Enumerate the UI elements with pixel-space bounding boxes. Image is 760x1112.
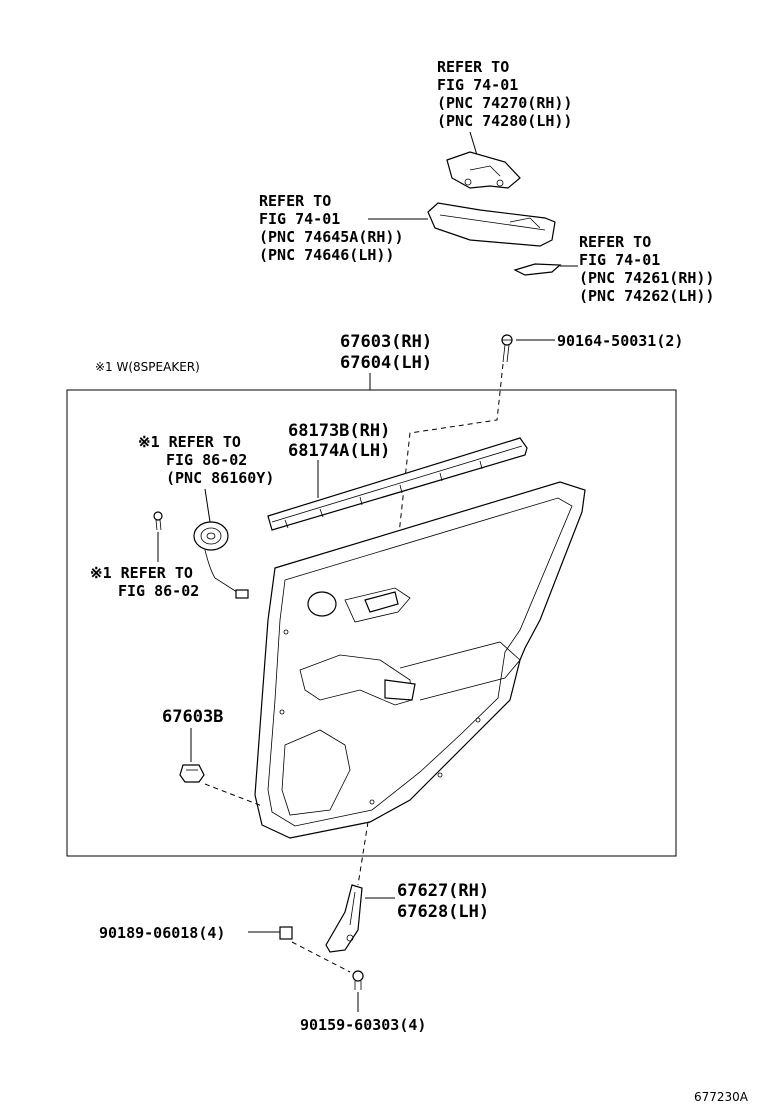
door-pocket [281, 729, 351, 816]
ref-armrest-line4: (PNC 74646(LH)) [259, 246, 394, 264]
ref-side-line3: (PNC 74261(RH)) [579, 269, 714, 287]
dash-nut-line [291, 941, 351, 973]
panel-number-lh: 67604(LH) [340, 353, 432, 373]
weatherstrip-number-rh: 68173B(RH) [288, 421, 390, 441]
screw-number: 90164-50031(2) [557, 332, 683, 350]
ref-label-top: REFER TO FIG 74-01 (PNC 74270(RH)) (PNC … [437, 58, 572, 130]
ref-armrest-line3: (PNC 74645A(RH)) [259, 228, 404, 246]
ref-top-line3: (PNC 74270(RH)) [437, 94, 572, 112]
panel-number-rh: 67603(RH) [340, 332, 432, 352]
screw-part [501, 334, 513, 363]
ref-side-line4: (PNC 74262(LH)) [579, 287, 714, 305]
door-handle [364, 591, 399, 613]
dash-clip-line [204, 783, 263, 807]
nut-number: 90189-06018(4) [99, 924, 225, 942]
assembly-box [66, 389, 677, 857]
leader-speaker1 [204, 488, 211, 523]
ref-top-line4: (PNC 74280(LH)) [437, 112, 572, 130]
window-switch [384, 679, 416, 701]
ref-speaker2-line1: ※1 REFER TO [90, 564, 193, 582]
nut-part [279, 926, 293, 940]
ref-speaker2-line2: FIG 86-02 [118, 582, 199, 600]
ref-top-line2: FIG 74-01 [437, 76, 518, 94]
weatherstrip-number-lh: 68174A(LH) [288, 441, 390, 461]
bolt-number: 90159-60303(4) [300, 1016, 426, 1034]
armrest-part [427, 202, 556, 247]
speaker-note: ※1 W(8SPEAKER) [95, 360, 200, 374]
tweeter-grille [307, 591, 337, 617]
bracket-part [325, 884, 363, 953]
switch-base-part [446, 151, 521, 189]
bracket-number-rh: 67627(RH) [397, 881, 489, 901]
ref-label-side: REFER TO FIG 74-01 (PNC 74261(RH)) (PNC … [579, 233, 714, 305]
ref-speaker1-line2: FIG 86-02 [166, 451, 247, 469]
ref-top-line1: REFER TO [437, 58, 509, 76]
ref-armrest-line2: FIG 74-01 [259, 210, 340, 228]
clip-number: 67603B [162, 707, 223, 727]
door-trim-panel [254, 481, 586, 839]
ref-armrest-line1: REFER TO [259, 192, 331, 210]
bracket-number-lh: 67628(LH) [397, 902, 489, 922]
ref-side-line1: REFER TO [579, 233, 651, 251]
ref-speaker1-line3: (PNC 86160Y) [166, 469, 274, 487]
ref-label-speaker1: ※1 REFER TO FIG 86-02 (PNC 86160Y) [138, 433, 274, 487]
ref-speaker1-line1: ※1 REFER TO [138, 433, 241, 451]
figure-id: 677230A [694, 1090, 749, 1104]
speaker-part [193, 521, 249, 599]
side-cover-part [513, 263, 562, 276]
weatherstrip-part [267, 437, 528, 531]
speaker-screw-part [153, 511, 163, 531]
bolt-part [352, 970, 364, 990]
ref-label-speaker2: ※1 REFER TO FIG 86-02 [90, 564, 199, 600]
clip-part [179, 764, 205, 783]
ref-label-armrest: REFER TO FIG 74-01 (PNC 74645A(RH)) (PNC… [259, 192, 404, 264]
ref-side-line2: FIG 74-01 [579, 251, 660, 269]
dash-bracket-line [357, 821, 369, 886]
